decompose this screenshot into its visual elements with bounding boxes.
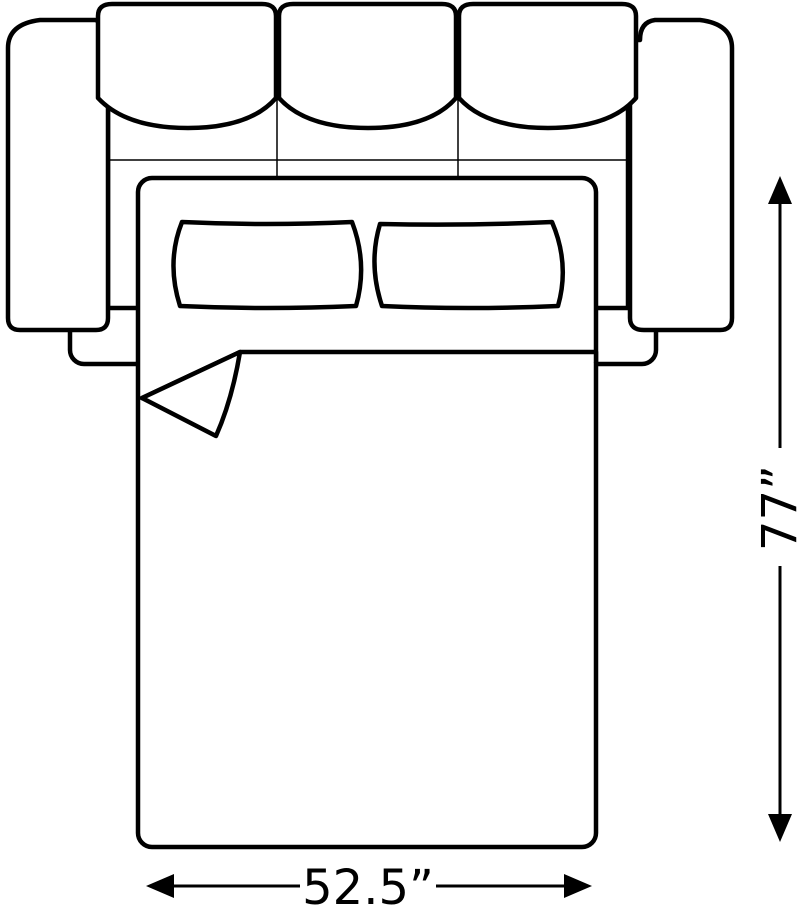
back-cushion-right [456, 1, 639, 131]
sofa-arm-right [627, 17, 735, 333]
arrow-right-icon [564, 874, 592, 898]
arrow-left-icon [146, 874, 174, 898]
mattress [135, 175, 599, 850]
pillow-right [372, 219, 566, 311]
width-dimension: 52.5” [146, 860, 592, 907]
pillow-left [171, 219, 364, 311]
bed-sheet [139, 349, 599, 439]
arrow-up-icon [768, 176, 792, 204]
length-label: 77” [752, 465, 800, 551]
arrow-down-icon [768, 814, 792, 842]
back-cushions [95, 1, 639, 131]
back-cushion-center [276, 1, 459, 131]
length-dimension: 77” [752, 176, 800, 842]
back-cushion-left [95, 1, 279, 131]
sheet-corner-flap [139, 349, 243, 439]
width-label: 52.5” [302, 860, 434, 907]
sofa-arm-left [5, 17, 111, 333]
